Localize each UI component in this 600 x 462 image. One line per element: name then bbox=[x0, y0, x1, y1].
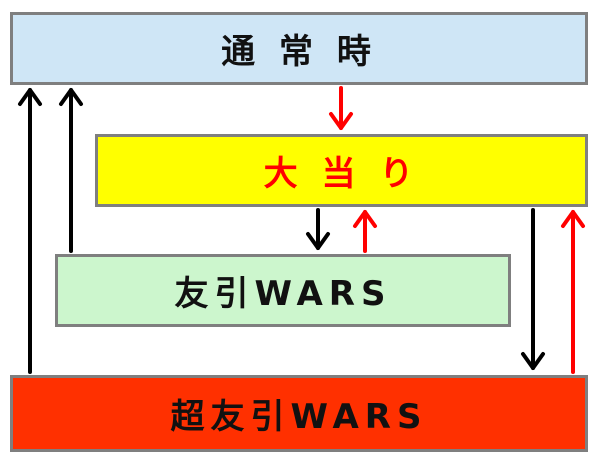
state-super-wars-label: 超友引WARS bbox=[170, 397, 428, 437]
state-wars-box: 友引WARS bbox=[55, 254, 511, 327]
state-normal-box: 通 常 時 bbox=[10, 12, 588, 85]
state-jackpot-label: 大 当 り bbox=[263, 154, 420, 194]
arrow-wars-to-jackpot bbox=[353, 210, 377, 253]
arrow-jackpot-to-wars bbox=[306, 208, 330, 250]
arrow-super-wars-to-jackpot bbox=[561, 210, 585, 374]
state-normal-label: 通 常 時 bbox=[221, 32, 377, 72]
state-wars-label: 友引WARS bbox=[174, 274, 392, 314]
arrow-jackpot-to-super-wars bbox=[521, 208, 545, 370]
state-super-wars-box: 超友引WARS bbox=[10, 375, 588, 452]
state-jackpot-box: 大 当 り bbox=[95, 134, 588, 207]
arrow-normal-to-jackpot bbox=[329, 86, 353, 130]
arrow-wars-to-normal bbox=[59, 88, 83, 253]
arrow-super-wars-to-normal bbox=[18, 88, 42, 374]
